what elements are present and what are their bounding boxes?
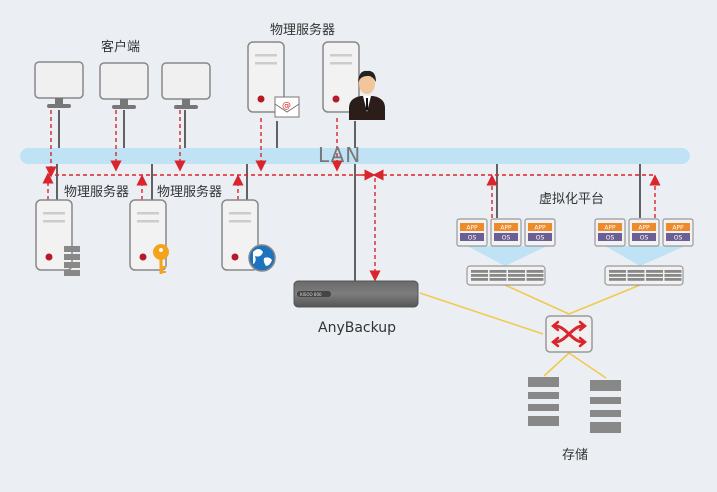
svg-text:APP: APP <box>638 225 650 232</box>
virtualization-host[interactable]: APP OS APP OS APP OS <box>594 218 694 286</box>
virtual-machine[interactable]: APP OS <box>628 218 660 247</box>
svg-text:OS: OS <box>468 235 477 242</box>
label-physical-servers-2: 物理服务器 <box>157 185 223 200</box>
storage-array-2[interactable] <box>590 380 621 433</box>
user-icon <box>349 70 385 120</box>
svg-text:OS: OS <box>536 235 545 242</box>
label-clients: 客户端 <box>101 40 141 55</box>
client-monitor[interactable] <box>34 61 84 108</box>
label-virtualization-platform: 虚拟化平台 <box>539 192 605 207</box>
san-switch[interactable] <box>545 315 593 353</box>
key-icon <box>153 244 169 274</box>
data-flow-lines <box>42 110 661 282</box>
mail-icon: @ <box>274 96 300 118</box>
database-icon <box>64 246 80 276</box>
svg-text:APP: APP <box>500 225 512 232</box>
globe-icon <box>248 244 276 272</box>
lan-bar <box>20 148 690 164</box>
svg-text:@: @ <box>282 101 291 111</box>
shuffle-icon <box>550 320 588 348</box>
physical-server[interactable]: @ <box>247 41 300 118</box>
virtual-machine[interactable]: APP OS <box>594 218 626 247</box>
host-hardware <box>604 265 684 286</box>
host-hardware <box>466 265 546 286</box>
client-monitor[interactable] <box>161 62 211 109</box>
svg-text:APP: APP <box>672 225 684 232</box>
physical-server[interactable] <box>129 199 169 274</box>
label-physical-servers-top: 物理服务器 <box>270 23 336 38</box>
svg-text:APP: APP <box>466 225 478 232</box>
svg-text:OS: OS <box>502 235 511 242</box>
physical-server[interactable] <box>322 41 385 120</box>
client-monitor[interactable] <box>99 62 149 109</box>
virtual-machine[interactable]: APP OS <box>524 218 556 247</box>
label-physical-servers-1: 物理服务器 <box>64 185 130 200</box>
label-lan: LAN <box>318 143 362 167</box>
svg-text:OS: OS <box>640 235 649 242</box>
virtual-machine[interactable]: APP OS <box>490 218 522 247</box>
svg-text:OS: OS <box>674 235 683 242</box>
virtualization-host[interactable]: APP OS APP OS APP OS <box>456 218 556 286</box>
svg-text:APP: APP <box>534 225 546 232</box>
physical-server[interactable] <box>35 199 80 276</box>
anybackup-appliance[interactable]: KISOO 800 <box>293 280 419 308</box>
label-storage: 存储 <box>562 448 589 463</box>
label-anybackup: AnyBackup <box>318 320 397 336</box>
physical-server[interactable] <box>221 199 276 272</box>
appliance-badge: KISOO 800 <box>300 292 322 297</box>
svg-text:OS: OS <box>606 235 615 242</box>
storage-links <box>419 284 641 379</box>
lan-connections <box>56 110 641 282</box>
storage-array-1[interactable] <box>528 377 559 426</box>
svg-text:APP: APP <box>604 225 616 232</box>
virtual-machine[interactable]: APP OS <box>662 218 694 247</box>
virtual-machine[interactable]: APP OS <box>456 218 488 247</box>
